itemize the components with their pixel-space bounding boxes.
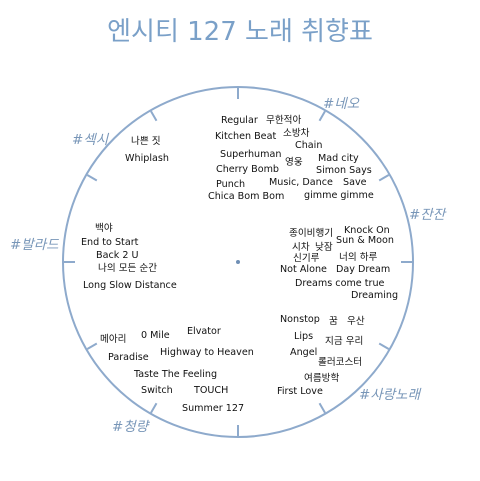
song-singiru: 신기루 <box>293 253 320 264</box>
song-day-dream: Day Dream <box>336 264 390 275</box>
song-end-to-start: End to Start <box>81 237 139 248</box>
song-jigeum-uri: 지금 우리 <box>325 336 363 347</box>
song-summer-127: Summer 127 <box>182 403 244 414</box>
category-label-neo: #네오 <box>323 96 360 112</box>
song-memori: 메아리 <box>100 334 126 345</box>
clock-face <box>62 86 414 438</box>
song-paradise: Paradise <box>108 352 149 363</box>
clock-tick <box>86 174 98 182</box>
song-dreams-come-true: Dreams come true <box>295 278 385 289</box>
song-superhuman: Superhuman <box>220 149 281 160</box>
song-punch: Punch <box>216 179 245 190</box>
category-label-love: #사랑노래 <box>359 387 422 403</box>
song-taste-the-feeling: Taste The Feeling <box>133 369 217 380</box>
song-highway-to-heaven: Highway to Heaven <box>160 347 254 358</box>
song-mad-city: Mad city <box>318 153 359 164</box>
song-yeoreumbanghak: 여름방학 <box>304 372 339 384</box>
song-music-dance: Music, Dance <box>269 177 333 188</box>
song-labels: Regular 무한적아 Kitchen Beat 소방차 Chain Supe… <box>81 114 398 414</box>
song-nonstop: Nonstop <box>280 314 320 325</box>
clock-tick <box>378 174 390 182</box>
song-chica-bom-bom: Chica Bom Bom <box>208 191 284 202</box>
song-gimme-gimme: gimme gimme <box>304 190 374 201</box>
song-natjam: 낮잠 <box>315 242 333 253</box>
song-jongibihaenggi: 종이비행기 <box>289 227 333 239</box>
song-cherry-bomb: Cherry Bomb <box>216 164 279 175</box>
clock-tick <box>318 402 326 414</box>
song-youngung: 영웅 <box>285 157 303 168</box>
song-mugenjeogi: 무한적아 <box>266 114 301 126</box>
song-not-alone: Not Alone <box>280 264 327 275</box>
song-simon-says: Simon Says <box>316 165 372 176</box>
song-naui-modeun-sungan: 나의 모든 순간 <box>98 263 157 274</box>
chart-title: 엔시티 127 노래 취향표 <box>107 17 373 47</box>
song-touch: TOUCH <box>193 385 228 396</box>
song-0-mile: 0 Mile <box>141 330 170 341</box>
song-kkum: 꿈 <box>329 316 338 327</box>
song-back-2-u: Back 2 U <box>96 250 139 261</box>
song-kitchen-beat: Kitchen Beat <box>215 131 276 142</box>
clock-tick <box>150 110 158 122</box>
song-knock-on: Knock On <box>344 225 390 236</box>
category-label-fresh: #청량 <box>112 419 151 435</box>
song-sicha: 시차 <box>292 241 310 253</box>
song-dreaming: Dreaming <box>351 290 398 301</box>
song-elvator: Elvator <box>187 326 221 337</box>
song-long-slow-distance: Long Slow Distance <box>83 280 177 291</box>
song-baega: 백야 <box>95 223 113 234</box>
song-angel: Angel <box>290 347 317 358</box>
song-usan: 우산 <box>347 316 365 327</box>
clock-tick <box>86 342 98 350</box>
song-chain: Chain <box>295 140 322 151</box>
category-label-ballad: #발라드 <box>10 237 59 253</box>
song-regular: Regular <box>221 115 258 126</box>
song-lips: Lips <box>294 331 313 342</box>
clock-tick <box>150 402 158 414</box>
song-neoui-haru: 너의 하루 <box>339 251 378 263</box>
song-switch: Switch <box>141 385 173 396</box>
category-labels: #네오 #섹시 #발라드 #잔잔 #사랑노래 #청량 <box>10 96 447 435</box>
category-label-calm: #잔잔 <box>409 207 447 223</box>
song-whiplash: Whiplash <box>125 153 169 164</box>
song-save: Save <box>343 177 367 188</box>
clock-ticks <box>64 88 412 436</box>
song-nappeun-jit: 나쁜 짓 <box>131 136 161 147</box>
category-label-sexy: #섹시 <box>72 132 110 148</box>
song-rollercoaster: 롤러코스터 <box>318 357 362 368</box>
clock-tick <box>378 342 390 350</box>
song-sun-and-moon: Sun & Moon <box>336 235 394 246</box>
clock-tick <box>318 110 326 122</box>
song-first-love: First Love <box>277 386 323 397</box>
song-sobangcha: 소방차 <box>283 127 310 139</box>
clock-center-dot <box>236 260 240 264</box>
